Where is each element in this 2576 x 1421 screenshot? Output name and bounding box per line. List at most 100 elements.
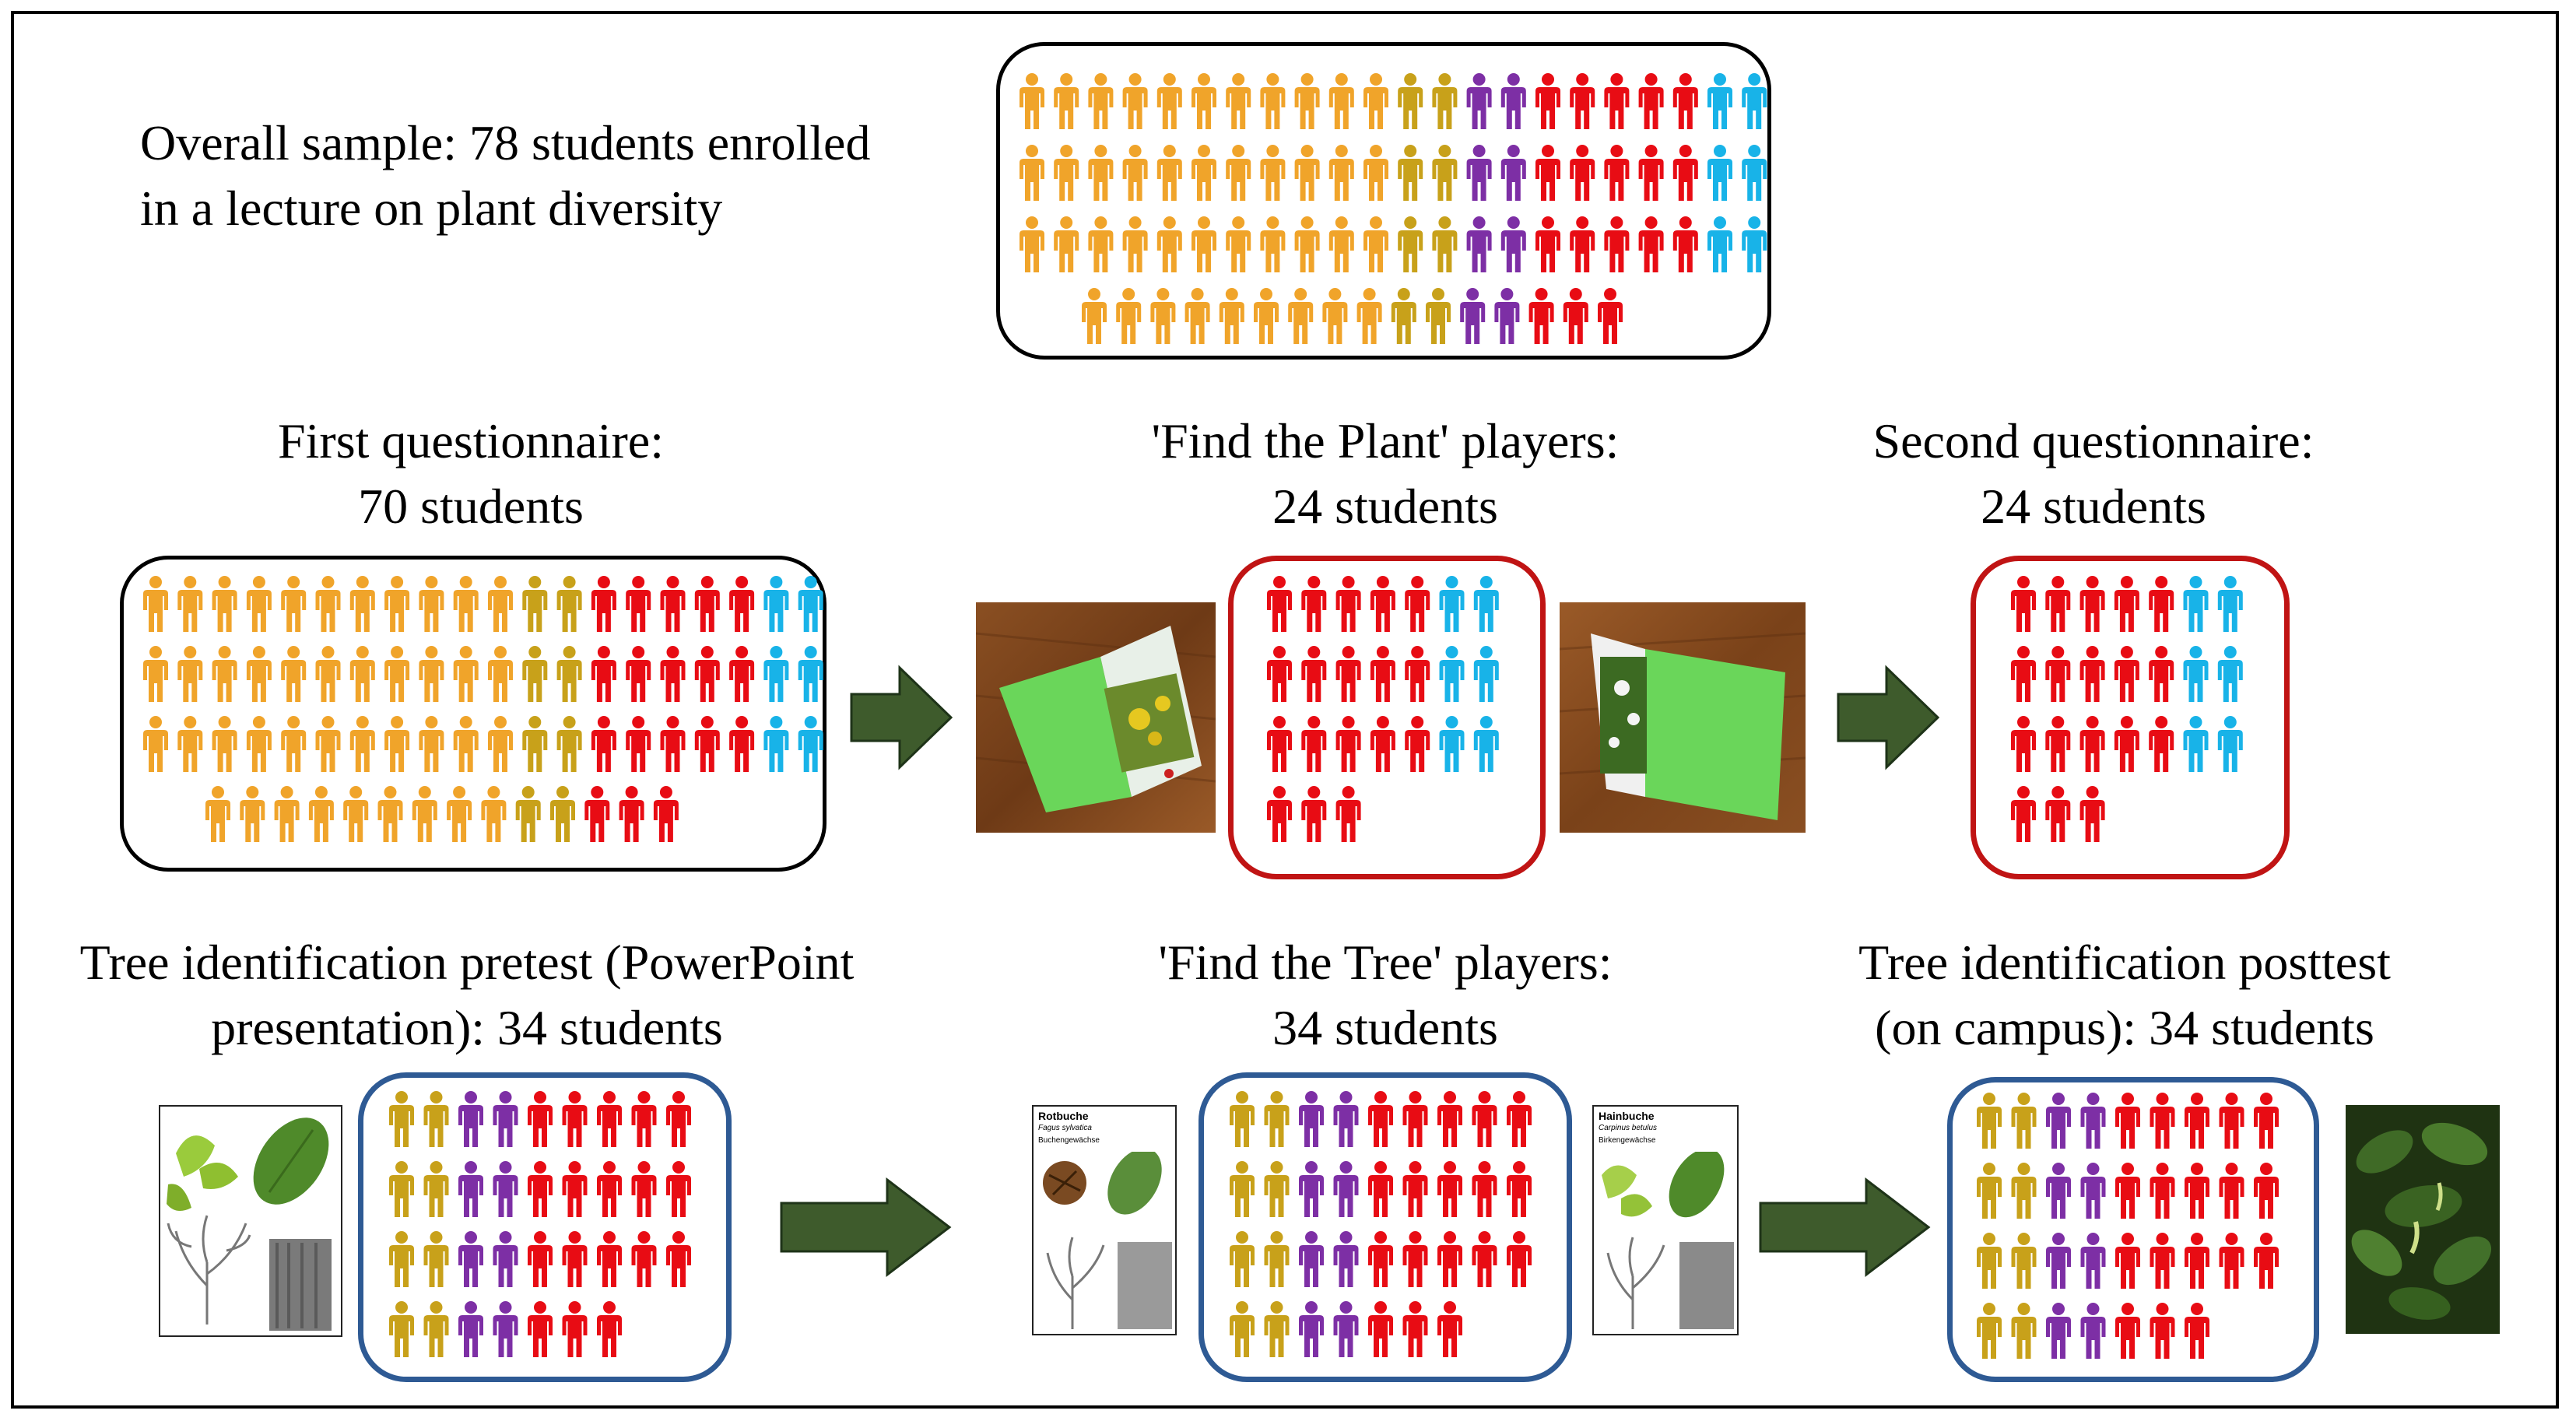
student-icon (562, 1301, 588, 1357)
student-icon (1402, 1091, 1428, 1147)
student-icon (2150, 1163, 2175, 1219)
student-icon (1230, 1231, 1255, 1287)
student-icon (1742, 73, 1767, 129)
arrow-to-second-questionnaire (1837, 665, 1940, 770)
student-icon (522, 646, 548, 702)
tree-card-pretest (159, 1105, 342, 1337)
student-icon (2183, 716, 2209, 772)
student-icon (1977, 1303, 2002, 1359)
student-icon (493, 1301, 518, 1357)
student-icon (1368, 1161, 1393, 1217)
student-icon (1301, 576, 1327, 632)
student-icon (493, 1161, 518, 1217)
student-icon (1020, 216, 1044, 272)
student-icon (1267, 716, 1292, 772)
find-the-plant-line-1: 'Find the Plant' players: (1151, 413, 1620, 468)
student-icon (2080, 1163, 2106, 1219)
student-icon (1638, 73, 1664, 129)
student-icon (143, 576, 168, 632)
student-icon (281, 576, 307, 632)
student-icon (2046, 1233, 2071, 1289)
student-icon (666, 1161, 691, 1217)
student-icon (389, 1091, 414, 1147)
student-icon (528, 1301, 553, 1357)
student-icon (1535, 216, 1560, 272)
student-icon (423, 1161, 449, 1217)
student-icon (1437, 1161, 1462, 1217)
student-icon (2045, 786, 2071, 842)
student-icon (2079, 646, 2105, 702)
hainbuche-card-title: Hainbuche (1599, 1110, 1655, 1122)
student-icon (2045, 716, 2071, 772)
student-icon (1335, 576, 1361, 632)
student-icon (1184, 288, 1210, 344)
student-icon (1370, 576, 1395, 632)
student-icon (1405, 576, 1430, 632)
student-icon (1398, 73, 1423, 129)
student-icon (2011, 576, 2036, 632)
student-icon (1254, 288, 1279, 344)
student-icon (666, 1231, 691, 1287)
find-the-plant-label: 'Find the Plant' players: 24 students (1058, 409, 1712, 539)
student-icon (2219, 1163, 2244, 1219)
posttest-label: Tree identification posttest (on campus)… (1774, 930, 2475, 1061)
student-icon (143, 716, 168, 772)
student-icon (1570, 145, 1595, 201)
student-icon (2115, 1303, 2140, 1359)
student-icon (1020, 145, 1044, 201)
student-icon (1301, 716, 1327, 772)
student-icon (458, 1161, 483, 1217)
student-icon (2079, 716, 2105, 772)
second-questionnaire-label: Second questionnaire: 24 students (1790, 409, 2397, 539)
student-icon (1294, 216, 1320, 272)
student-icon (481, 786, 507, 842)
student-icon (729, 576, 755, 632)
student-icon (1742, 145, 1767, 201)
student-icon (1439, 646, 1465, 702)
student-icon (377, 786, 403, 842)
student-icon (423, 1231, 449, 1287)
student-icon (1116, 288, 1142, 344)
student-icon (343, 786, 369, 842)
student-icon (2150, 1233, 2175, 1289)
student-icon (1500, 216, 1526, 272)
student-icon (660, 646, 686, 702)
student-icon (493, 1091, 518, 1147)
student-icon (798, 576, 823, 632)
student-icon (1150, 288, 1176, 344)
student-icon (1368, 1301, 1393, 1357)
student-icon (1398, 145, 1423, 201)
student-icon (1672, 73, 1698, 129)
student-icon (1391, 288, 1416, 344)
student-icon (1335, 786, 1361, 842)
student-icon (240, 786, 265, 842)
student-icon (626, 646, 651, 702)
student-icon (1267, 576, 1292, 632)
student-icon (1191, 73, 1216, 129)
student-icon (619, 786, 644, 842)
student-icon (1563, 288, 1588, 344)
game-card-photo-1 (976, 602, 1216, 833)
student-icon (1122, 73, 1148, 129)
student-icon (1570, 73, 1595, 129)
student-icon (1230, 1091, 1255, 1147)
student-icon (1301, 646, 1327, 702)
student-icon (2219, 1233, 2244, 1289)
student-icon (1472, 1161, 1497, 1217)
student-icon (1604, 145, 1630, 201)
student-icon (2045, 576, 2071, 632)
student-icon (1507, 1231, 1532, 1287)
student-icon (2114, 716, 2139, 772)
pretest-line-1: Tree identification pretest (PowerPoint (79, 935, 855, 990)
student-icon (453, 646, 479, 702)
student-icon (1466, 73, 1492, 129)
student-icon (315, 646, 341, 702)
student-icon (2115, 1163, 2140, 1219)
student-icon (1020, 73, 1044, 129)
student-icon (2150, 1303, 2175, 1359)
student-icon (419, 716, 444, 772)
student-icon (2150, 1093, 2175, 1149)
student-icon (458, 1301, 483, 1357)
student-icon (488, 646, 513, 702)
student-icon (1299, 1091, 1324, 1147)
